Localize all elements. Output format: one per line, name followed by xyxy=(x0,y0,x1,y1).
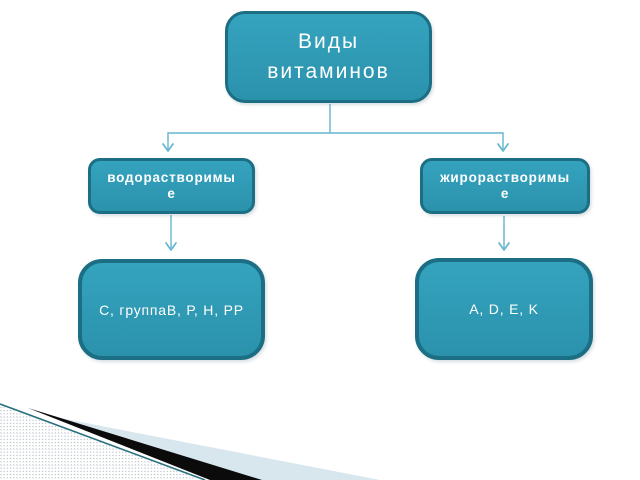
arrow-down-icon xyxy=(165,242,177,251)
diagonal-band-black xyxy=(28,408,262,480)
node-water-soluble: водорастворимы е xyxy=(88,158,255,214)
node-label-line: е xyxy=(500,186,510,201)
node-label-line: A, D, E, K xyxy=(469,301,539,317)
node-label-line: жирорастворимы xyxy=(440,170,570,185)
arrow-down-icon xyxy=(162,143,174,152)
dotted-texture-triangle xyxy=(0,405,204,480)
node-label-line: витаминов xyxy=(267,60,390,83)
root-node-vitamin-types: Виды витаминов xyxy=(225,11,432,103)
footer-decoration xyxy=(0,403,380,480)
node-label-line: С, группаВ, Р, Н, РР xyxy=(99,301,244,318)
node-label-line: водорастворимы xyxy=(107,170,236,185)
arrow-down-icon xyxy=(497,143,509,152)
node-label-line: е xyxy=(167,186,176,201)
node-water-soluble-vitamins-list: С, группаВ, Р, Н, РР xyxy=(78,259,265,360)
connector-split-bar xyxy=(167,132,504,149)
node-fat-soluble: жирорастворимы е xyxy=(420,158,590,214)
diagonal-edge-teal xyxy=(0,403,206,480)
node-label-line: Виды xyxy=(297,30,360,53)
node-fat-soluble-vitamins-list: A, D, E, K xyxy=(415,258,593,360)
diagonal-band-lightblue xyxy=(60,418,380,480)
arrow-down-icon xyxy=(498,242,510,251)
